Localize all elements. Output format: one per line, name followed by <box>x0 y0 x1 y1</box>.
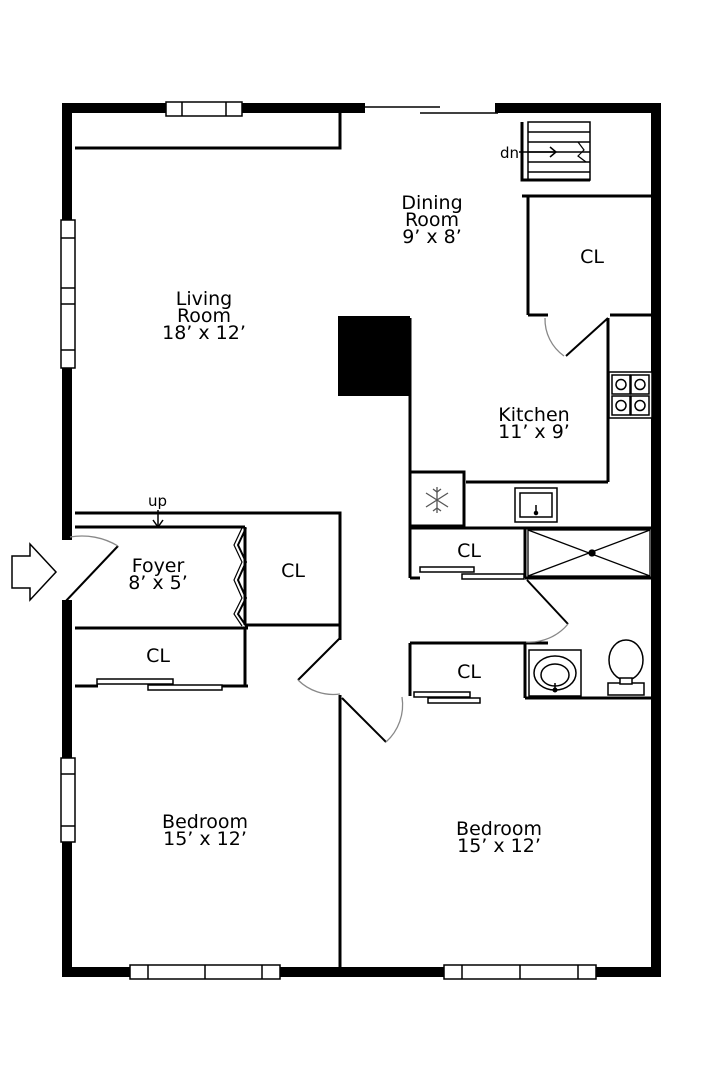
svg-text:Bedroom: Bedroom <box>162 811 248 833</box>
room-label-bedroom-left: Bedroom 15’ x 12’ <box>162 811 248 850</box>
room-label-kitchen: Kitchen 11’ x 9’ <box>498 404 570 443</box>
svg-text:8’ x 5’: 8’ x 5’ <box>128 572 188 594</box>
windows <box>60 101 597 980</box>
room-label-bedroom-right: Bedroom 15’ x 12’ <box>456 818 542 857</box>
shower-icon <box>527 529 651 577</box>
exterior-walls <box>62 103 661 977</box>
svg-text:11’ x 9’: 11’ x 9’ <box>498 421 570 443</box>
closet-sliding-doors <box>96 566 525 704</box>
snowflake-icon <box>425 487 449 513</box>
closet-label-foyer: CL <box>281 560 305 582</box>
sink-icon <box>514 487 558 523</box>
closet-label-hall-upper: CL <box>457 540 481 562</box>
stairs-down-label: dn <box>500 144 519 162</box>
svg-text:Dining: Dining <box>401 192 462 214</box>
closet-label-bedroom-left: CL <box>146 645 170 667</box>
room-label-foyer: Foyer 8’ x 5’ <box>128 555 188 594</box>
svg-text:15’ x 12’: 15’ x 12’ <box>163 828 247 850</box>
closet-label-top-right: CL <box>580 246 604 268</box>
bathroom-sink-icon <box>528 649 582 697</box>
closet-label-hall-lower: CL <box>457 661 481 683</box>
room-label-dining: Dining Room 9’ x 8’ <box>401 192 462 248</box>
svg-text:18’ x 12’: 18’ x 12’ <box>162 322 246 344</box>
sliding-door <box>362 106 498 114</box>
chimney-block <box>338 316 410 396</box>
interior-walls <box>75 112 652 968</box>
toilet-icon <box>607 639 645 696</box>
svg-text:Kitchen: Kitchen <box>498 404 569 426</box>
entry-arrow-icon <box>11 542 58 602</box>
stove-icon <box>608 371 653 419</box>
svg-text:15’ x 12’: 15’ x 12’ <box>457 835 541 857</box>
svg-text:Bedroom: Bedroom <box>456 818 542 840</box>
room-label-living: Living Room 18’ x 12’ <box>162 288 246 344</box>
svg-text:Living: Living <box>176 288 233 310</box>
svg-text:Room: Room <box>405 209 459 231</box>
doors <box>63 317 609 743</box>
svg-text:9’ x 8’: 9’ x 8’ <box>402 226 462 248</box>
stairs-up-arrow <box>152 510 164 529</box>
stairs <box>519 121 591 181</box>
svg-text:Foyer: Foyer <box>132 555 185 577</box>
svg-text:Room: Room <box>177 305 231 327</box>
stairs-up-label: up <box>148 492 167 510</box>
